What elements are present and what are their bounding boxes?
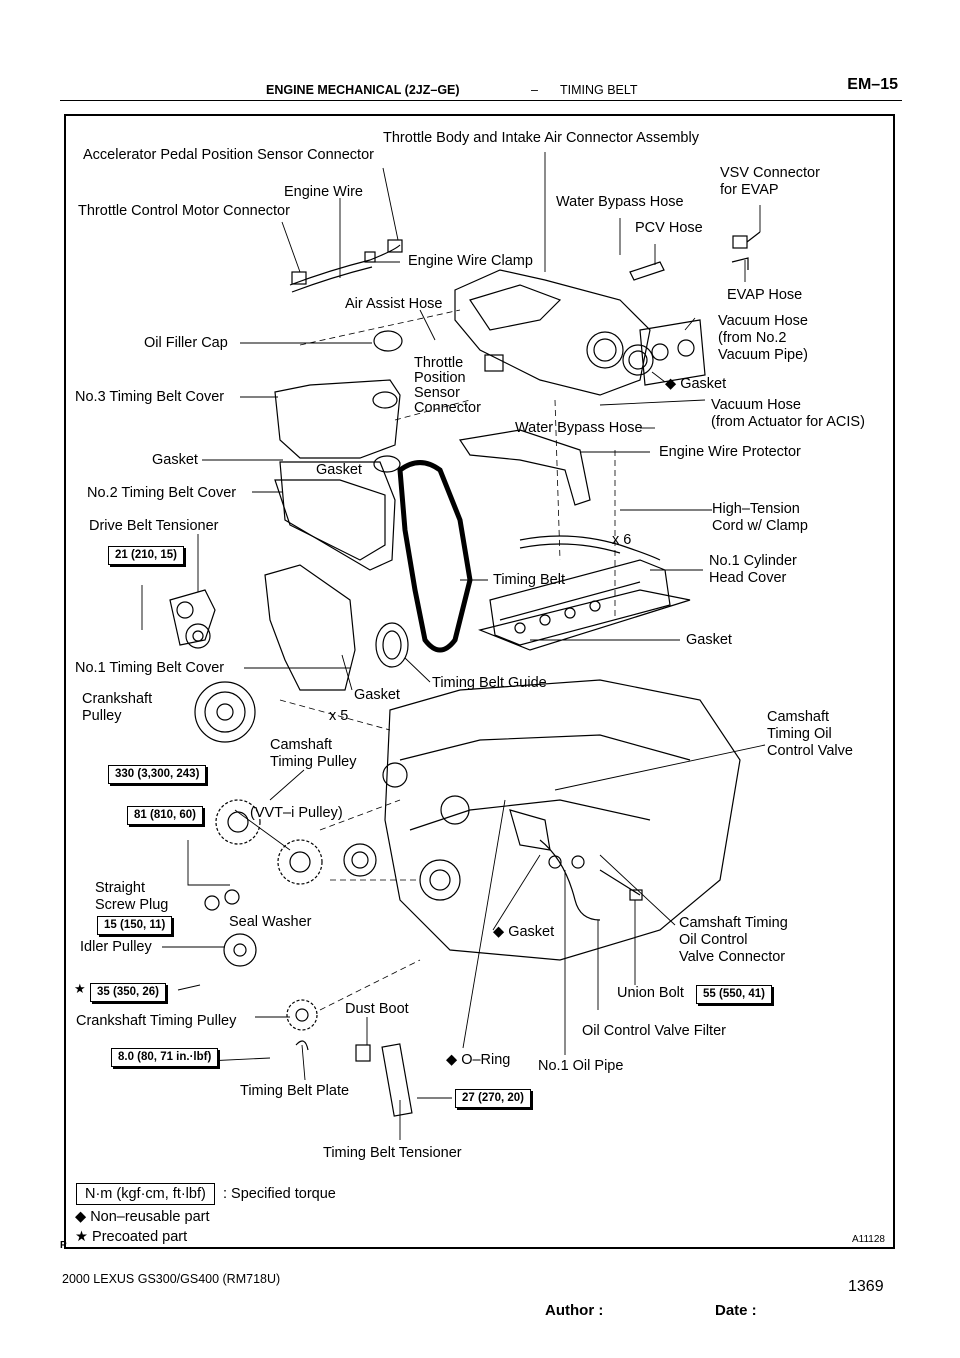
crankshaft-pulley-shape bbox=[194, 681, 256, 743]
label-crankshaft-pulley: Crankshaft Pulley bbox=[82, 691, 153, 724]
engine-block-shape bbox=[384, 679, 741, 961]
label-vacuum-hose-acis: Vacuum Hose (from Actuator for ACIS) bbox=[711, 397, 865, 430]
label-gasket-ocv: ◆ Gasket bbox=[493, 924, 555, 940]
label-gasket-head: Gasket bbox=[686, 632, 732, 648]
oil-pipe-shape bbox=[539, 839, 601, 921]
no2-cover-shape bbox=[274, 479, 386, 561]
label-o-ring: ◆ O–Ring bbox=[446, 1052, 511, 1068]
label-gasket-left: Gasket bbox=[152, 452, 198, 468]
label-no1-oil-pipe: No.1 Oil Pipe bbox=[538, 1058, 624, 1074]
timing-belt-guide-shape bbox=[375, 622, 409, 668]
label-oil-filler-cap: Oil Filler Cap bbox=[144, 335, 228, 351]
legend-precoated: ★ Precoated part bbox=[75, 1229, 188, 1245]
label-evap-hose: EVAP Hose bbox=[727, 287, 803, 303]
no3-cover-shape bbox=[274, 379, 401, 459]
label-ocv-filter: Oil Control Valve Filter bbox=[582, 1023, 726, 1039]
camshaft-pulley-2-shape bbox=[277, 839, 323, 885]
torque-27: 27 (270, 20) bbox=[455, 1089, 532, 1108]
label-camshaft-ocv: Camshaft Timing Oil Control Valve bbox=[767, 709, 853, 759]
label-union-bolt: Union Bolt bbox=[617, 985, 684, 1001]
footer-author: Author : bbox=[545, 1302, 604, 1319]
label-drive-belt-tensioner: Drive Belt Tensioner bbox=[89, 518, 219, 534]
torque-330: 330 (3,300, 243) bbox=[108, 765, 207, 784]
diamond-icon: ◆ bbox=[665, 376, 677, 392]
label-x6: x 6 bbox=[612, 532, 632, 548]
footer-page-number: 1369 bbox=[848, 1278, 884, 1295]
diamond-icon: ◆ bbox=[493, 924, 505, 940]
oil-filler-cap-shape bbox=[373, 330, 403, 352]
intake-gasket-shape bbox=[639, 319, 706, 386]
legend-nonreusable: ◆ Non–reusable part bbox=[75, 1209, 210, 1225]
label-no2-timing-belt-cover: No.2 Timing Belt Cover bbox=[87, 485, 237, 501]
label-engine-wire: Engine Wire bbox=[284, 184, 363, 200]
torque-35: 35 (350, 26) bbox=[90, 983, 167, 1002]
label-timing-belt-guide: Timing Belt Guide bbox=[432, 675, 547, 691]
label-timing-belt-plate: Timing Belt Plate bbox=[240, 1083, 350, 1099]
label-camshaft-ocv-connector: Camshaft Timing Oil Control Valve Connec… bbox=[679, 915, 788, 965]
label-pcv-hose: PCV Hose bbox=[635, 220, 703, 236]
page-code: EM–15 bbox=[847, 76, 898, 93]
drive-belt-tensioner-shape bbox=[169, 589, 216, 646]
legend-torque-unit: N·m (kgf·cm, ft·lbf) bbox=[76, 1183, 215, 1205]
label-throttle-position-sensor-conn: Throttle Position Sensor Connector bbox=[414, 355, 481, 416]
label-timing-belt-tensioner: Timing Belt Tensioner bbox=[323, 1145, 462, 1161]
label-throttle-body-assy: Throttle Body and Intake Air Connector A… bbox=[383, 130, 699, 146]
camshaft-pulley-1-shape bbox=[215, 799, 261, 845]
label-no1-cylinder-head-cover: No.1 Cylinder Head Cover bbox=[709, 553, 797, 586]
label-vvti-pulley: (VVT–i Pulley) bbox=[250, 805, 343, 821]
label-x5: x 5 bbox=[329, 708, 349, 724]
label-throttle-motor-conn: Throttle Control Motor Connector bbox=[78, 203, 290, 219]
cylinder-head-cover-shape bbox=[489, 559, 671, 646]
no1-cover-shape bbox=[264, 564, 356, 691]
torque-15: 15 (150, 11) bbox=[97, 916, 173, 935]
label-air-assist-hose: Air Assist Hose bbox=[345, 296, 443, 312]
timing-belt-tensioner-shape bbox=[381, 1043, 413, 1117]
torque-55: 55 (550, 41) bbox=[696, 985, 773, 1004]
label-camshaft-timing-pulley: Camshaft Timing Pulley bbox=[270, 737, 357, 770]
diamond-icon: ◆ bbox=[446, 1052, 458, 1068]
section-dash: – bbox=[531, 83, 538, 97]
label-crankshaft-timing-pulley: Crankshaft Timing Pulley bbox=[76, 1013, 237, 1029]
label-no3-timing-belt-cover: No.3 Timing Belt Cover bbox=[75, 389, 225, 405]
label-water-bypass-hose-top: Water Bypass Hose bbox=[556, 194, 684, 210]
idler-pulley-shape bbox=[223, 933, 257, 967]
label-seal-washer: Seal Washer bbox=[229, 914, 312, 930]
footer-model: 2000 LEXUS GS300/GS400 (RM718U) bbox=[62, 1272, 281, 1286]
subsection-title: TIMING BELT bbox=[560, 83, 638, 97]
label-idler-pulley: Idler Pulley bbox=[80, 939, 152, 955]
figure-id: A11128 bbox=[852, 1234, 885, 1245]
diamond-icon: ◆ bbox=[75, 1209, 87, 1225]
label-timing-belt: Timing Belt bbox=[493, 572, 565, 588]
page-header: ENGINE MECHANICAL (2JZ–GE) – TIMING BELT… bbox=[60, 76, 900, 102]
footer-date: Date : bbox=[715, 1302, 757, 1319]
torque-21: 21 (210, 15) bbox=[108, 546, 185, 565]
header-rule bbox=[60, 100, 902, 101]
legend-torque-desc: : Specified torque bbox=[223, 1186, 336, 1202]
label-accel-sensor-conn: Accelerator Pedal Position Sensor Connec… bbox=[83, 147, 374, 163]
torque-8: 8.0 (80, 71 in.·lbf) bbox=[111, 1048, 219, 1067]
label-engine-wire-clamp: Engine Wire Clamp bbox=[408, 253, 533, 269]
label-gasket-intake: ◆ Gasket bbox=[665, 376, 727, 392]
label-gasket-mid: Gasket bbox=[316, 462, 362, 478]
section-title: ENGINE MECHANICAL (2JZ–GE) bbox=[266, 83, 460, 97]
label-no1-timing-belt-cover: No.1 Timing Belt Cover bbox=[75, 660, 225, 676]
label-dust-boot: Dust Boot bbox=[345, 1001, 409, 1017]
label-vacuum-hose-no2: Vacuum Hose (from No.2 Vacuum Pipe) bbox=[718, 313, 808, 363]
star-icon: ★ bbox=[75, 1229, 88, 1245]
label-gasket-lower: Gasket bbox=[354, 687, 400, 703]
label-high-tension-cord: High–Tension Cord w/ Clamp bbox=[712, 501, 808, 534]
label-vsv-connector: VSV Connector for EVAP bbox=[720, 165, 820, 198]
crankshaft-timing-pulley-shape bbox=[286, 999, 318, 1031]
p-mark: P bbox=[60, 1240, 67, 1251]
figure-frame bbox=[64, 114, 895, 1249]
torque-81: 81 (810, 60) bbox=[127, 806, 204, 825]
star-icon: ★ bbox=[74, 981, 86, 996]
timing-belt-shape bbox=[397, 460, 473, 653]
throttle-body-shape bbox=[454, 269, 651, 396]
label-water-bypass-hose-low: Water Bypass Hose bbox=[515, 420, 643, 436]
label-engine-wire-protector: Engine Wire Protector bbox=[659, 444, 801, 460]
label-straight-screw-plug: Straight Screw Plug bbox=[95, 880, 169, 913]
